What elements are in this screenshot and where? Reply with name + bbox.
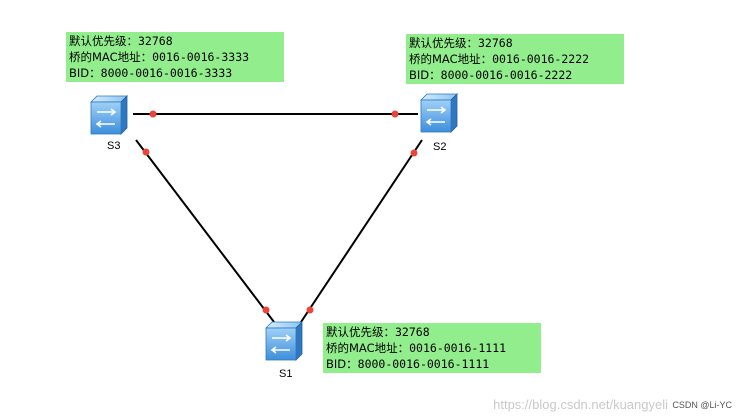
mac-label: 桥的MAC地址： bbox=[326, 341, 410, 355]
priority-label: 默认优先级： bbox=[326, 325, 395, 339]
mac-label: 桥的MAC地址： bbox=[69, 50, 153, 64]
mac-line: 桥的MAC地址：0016-0016-2222 bbox=[409, 51, 620, 67]
link-s3-s1[interactable] bbox=[135, 139, 275, 323]
switch-label-s1: S1 bbox=[279, 368, 293, 380]
port-dot bbox=[306, 306, 314, 314]
mac-line: 桥的MAC地址：0016-0016-3333 bbox=[69, 49, 280, 65]
bid-label: BID： bbox=[409, 68, 441, 82]
mac-label: 桥的MAC地址： bbox=[409, 52, 493, 66]
bid-line: BID：8000-0016-0016-3333 bbox=[69, 65, 280, 81]
switch-label-s3: S3 bbox=[107, 140, 121, 152]
switch-icon[interactable] bbox=[265, 321, 303, 361]
mac-value: 0016-0016-3333 bbox=[152, 50, 250, 64]
switch-info-s2: 默认优先级：32768 桥的MAC地址：0016-0016-2222 BID：8… bbox=[406, 34, 624, 84]
switch-info-s3: 默认优先级：32768 桥的MAC地址：0016-0016-3333 BID：8… bbox=[66, 32, 284, 82]
switch-icon[interactable] bbox=[90, 95, 128, 135]
priority-label: 默认优先级： bbox=[409, 36, 478, 50]
watermark-url: https://blog.csdn.net/kuangyeli bbox=[493, 397, 668, 412]
bid-line: BID：8000-0016-0016-1111 bbox=[326, 356, 537, 372]
port-dot bbox=[142, 148, 150, 156]
priority-line: 默认优先级：32768 bbox=[69, 33, 280, 49]
bid-value: 8000-0016-0016-2222 bbox=[440, 68, 573, 82]
port-dot bbox=[410, 149, 418, 157]
port-dot bbox=[391, 110, 399, 118]
switch-icon[interactable] bbox=[420, 93, 458, 133]
priority-label: 默认优先级： bbox=[69, 34, 138, 48]
switch-info-s1: 默认优先级：32768 桥的MAC地址：0016-0016-1111 BID：8… bbox=[323, 323, 541, 373]
mac-line: 桥的MAC地址：0016-0016-1111 bbox=[326, 340, 537, 356]
priority-value: 32768 bbox=[395, 325, 430, 339]
credit-label: CSDN @Li-YC bbox=[672, 400, 732, 410]
bid-label: BID： bbox=[69, 66, 101, 80]
priority-value: 32768 bbox=[138, 34, 173, 48]
link-s2-s1[interactable] bbox=[300, 139, 423, 323]
bid-value: 8000-0016-0016-1111 bbox=[357, 357, 490, 371]
port-dot bbox=[262, 306, 270, 314]
switch-label-s2: S2 bbox=[433, 141, 447, 153]
mac-value: 0016-0016-2222 bbox=[492, 52, 590, 66]
bid-value: 8000-0016-0016-3333 bbox=[100, 66, 233, 80]
bid-line: BID：8000-0016-0016-2222 bbox=[409, 67, 620, 83]
priority-line: 默认优先级：32768 bbox=[409, 35, 620, 51]
mac-value: 0016-0016-1111 bbox=[409, 341, 507, 355]
port-dot bbox=[149, 110, 157, 118]
priority-value: 32768 bbox=[478, 36, 513, 50]
priority-line: 默认优先级：32768 bbox=[326, 324, 537, 340]
bid-label: BID： bbox=[326, 357, 358, 371]
